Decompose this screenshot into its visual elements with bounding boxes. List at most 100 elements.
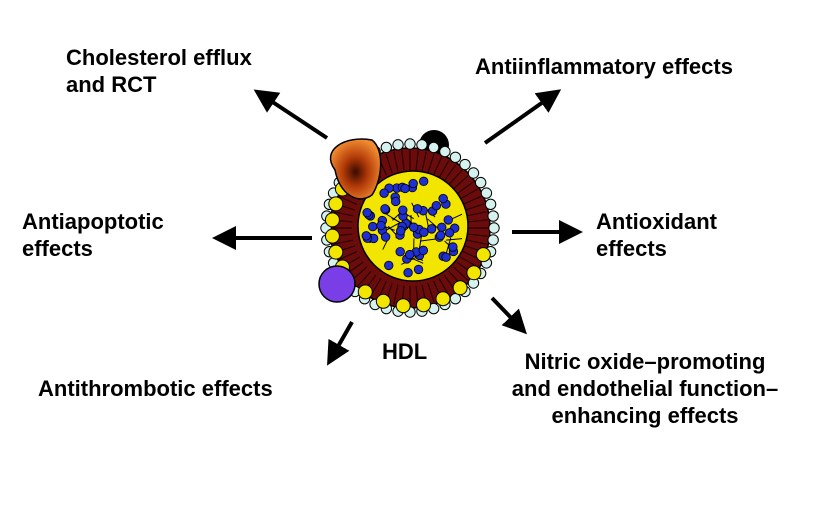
phospholipid-head — [404, 138, 416, 150]
phospholipid-head — [487, 210, 499, 222]
cholesteryl-ester-ball — [408, 178, 418, 189]
label-nitric-oxide: Nitric oxide–promoting and endothelial f… — [480, 348, 810, 429]
cholesteryl-ester-ball — [441, 252, 451, 262]
label-line: effects — [596, 236, 667, 261]
arrow-nitric-oxide — [490, 296, 527, 335]
cholesteryl-ester-ball — [380, 232, 391, 242]
tail-line — [456, 181, 474, 195]
label-line: and RCT — [66, 72, 157, 97]
tail-line — [393, 151, 399, 172]
label-line: effects — [22, 236, 93, 261]
label-line: and endothelial function– — [511, 376, 779, 401]
tail-line — [462, 195, 482, 205]
tail-line — [338, 195, 358, 205]
phospholipid-head — [427, 141, 440, 154]
free-cholesterol-ball — [416, 297, 432, 313]
tail-line — [357, 270, 372, 287]
label-line: Antiapoptotic — [22, 209, 164, 234]
tail-line — [338, 251, 358, 261]
cholesteryl-ester-ball — [418, 245, 429, 256]
arrow-antithrombotic — [327, 321, 354, 366]
cholesteryl-ester-ball — [443, 215, 453, 225]
tail-line — [415, 150, 419, 171]
free-cholesterol-ball — [357, 284, 373, 300]
cholesteryl-ester-ball — [403, 267, 413, 278]
cholesteryl-ester-ball — [391, 196, 401, 207]
cholesteryl-ester-ball — [419, 227, 429, 237]
cholesteryl-ester-ball — [435, 230, 446, 241]
free-cholesterol-ball — [475, 247, 491, 263]
cholesteryl-ester-ball — [412, 204, 423, 214]
cholesteryl-ester-ball — [380, 204, 390, 214]
tail-line — [443, 164, 457, 182]
phospholipid-head — [459, 158, 471, 171]
free-cholesterol-ball — [375, 293, 391, 309]
label-line: Antiinflammatory effects — [475, 54, 733, 79]
free-cholesterol-ball — [324, 228, 340, 244]
cholesteryl-ester-ball — [368, 221, 378, 232]
apolipoprotein-purple — [318, 265, 356, 303]
cholesteryl-ester-ball — [396, 226, 406, 236]
label-line: Cholesterol efflux — [66, 45, 252, 70]
free-cholesterol-ball — [395, 298, 411, 314]
label-line: Antithrombotic effects — [38, 376, 273, 401]
cholesteryl-ester-ball — [395, 246, 405, 257]
phospholipid-head — [488, 222, 500, 234]
free-cholesterol-ball — [452, 280, 468, 296]
tail-line — [421, 151, 427, 172]
cholesteryl-ester-ball — [437, 222, 447, 232]
tail-line — [333, 239, 354, 245]
tail-line — [393, 284, 399, 305]
free-cholesterol-ball — [324, 212, 340, 228]
label-line: enhancing effects — [551, 403, 739, 428]
label-line: Nitric oxide–promoting — [524, 349, 766, 374]
arrow-antiinflammatory — [483, 89, 562, 145]
tail-line — [452, 266, 469, 281]
label-antioxidant: Antioxidant effects — [596, 208, 717, 262]
label-line: Antioxidant — [596, 209, 717, 234]
free-cholesterol-ball — [466, 265, 482, 281]
cholesteryl-ester-ball — [418, 176, 429, 187]
phospholipid-head — [449, 151, 462, 164]
label-antiinflammatory: Antiinflammatory effects — [475, 53, 733, 80]
cholesteryl-ester-ball — [376, 220, 386, 231]
tail-line — [433, 156, 443, 176]
cholesteryl-ester-ball — [362, 207, 372, 218]
cholesteryl-ester-ball — [405, 249, 415, 260]
tail-line — [452, 175, 469, 190]
tail-line — [464, 203, 485, 211]
free-cholesterol-ball — [328, 244, 344, 260]
hdl-label: HDL — [382, 338, 427, 365]
tail-line — [401, 150, 405, 171]
apolipoprotein-orange — [329, 138, 382, 200]
cholesteryl-ester-molecules — [361, 176, 463, 278]
core-line — [419, 238, 436, 242]
tail-line — [467, 233, 488, 237]
tail-line — [438, 160, 450, 179]
free-cholesterol-ball — [328, 196, 344, 212]
cholesteryl-ester-ball — [379, 188, 389, 198]
tail-line — [466, 211, 487, 217]
phospholipid-head — [474, 176, 487, 189]
cholesteryl-ester-ball — [413, 264, 424, 275]
phospholipid-head — [487, 234, 499, 246]
tail-line — [333, 211, 354, 217]
label-cholesterol-efflux: Cholesterol efflux and RCT — [66, 44, 252, 98]
tail-line — [459, 188, 478, 200]
cholesteryl-ester-ball — [426, 224, 437, 234]
cholesteryl-ester-ball — [438, 193, 448, 204]
cholesteryl-ester-ball — [361, 231, 371, 241]
core-line — [385, 222, 401, 231]
cholesteryl-ester-ball — [384, 260, 394, 271]
phospholipid-head — [380, 141, 393, 154]
tail-line — [467, 219, 488, 223]
label-antiapoptotic: Antiapoptotic effects — [22, 208, 164, 262]
tail-line — [448, 169, 463, 186]
tail-line — [385, 153, 393, 174]
tail-line — [427, 282, 435, 303]
tail-line — [466, 239, 487, 245]
arrow-cholesterol-efflux — [253, 89, 329, 140]
cholesteryl-ester-ball — [444, 228, 455, 238]
label-line: HDL — [382, 339, 428, 364]
